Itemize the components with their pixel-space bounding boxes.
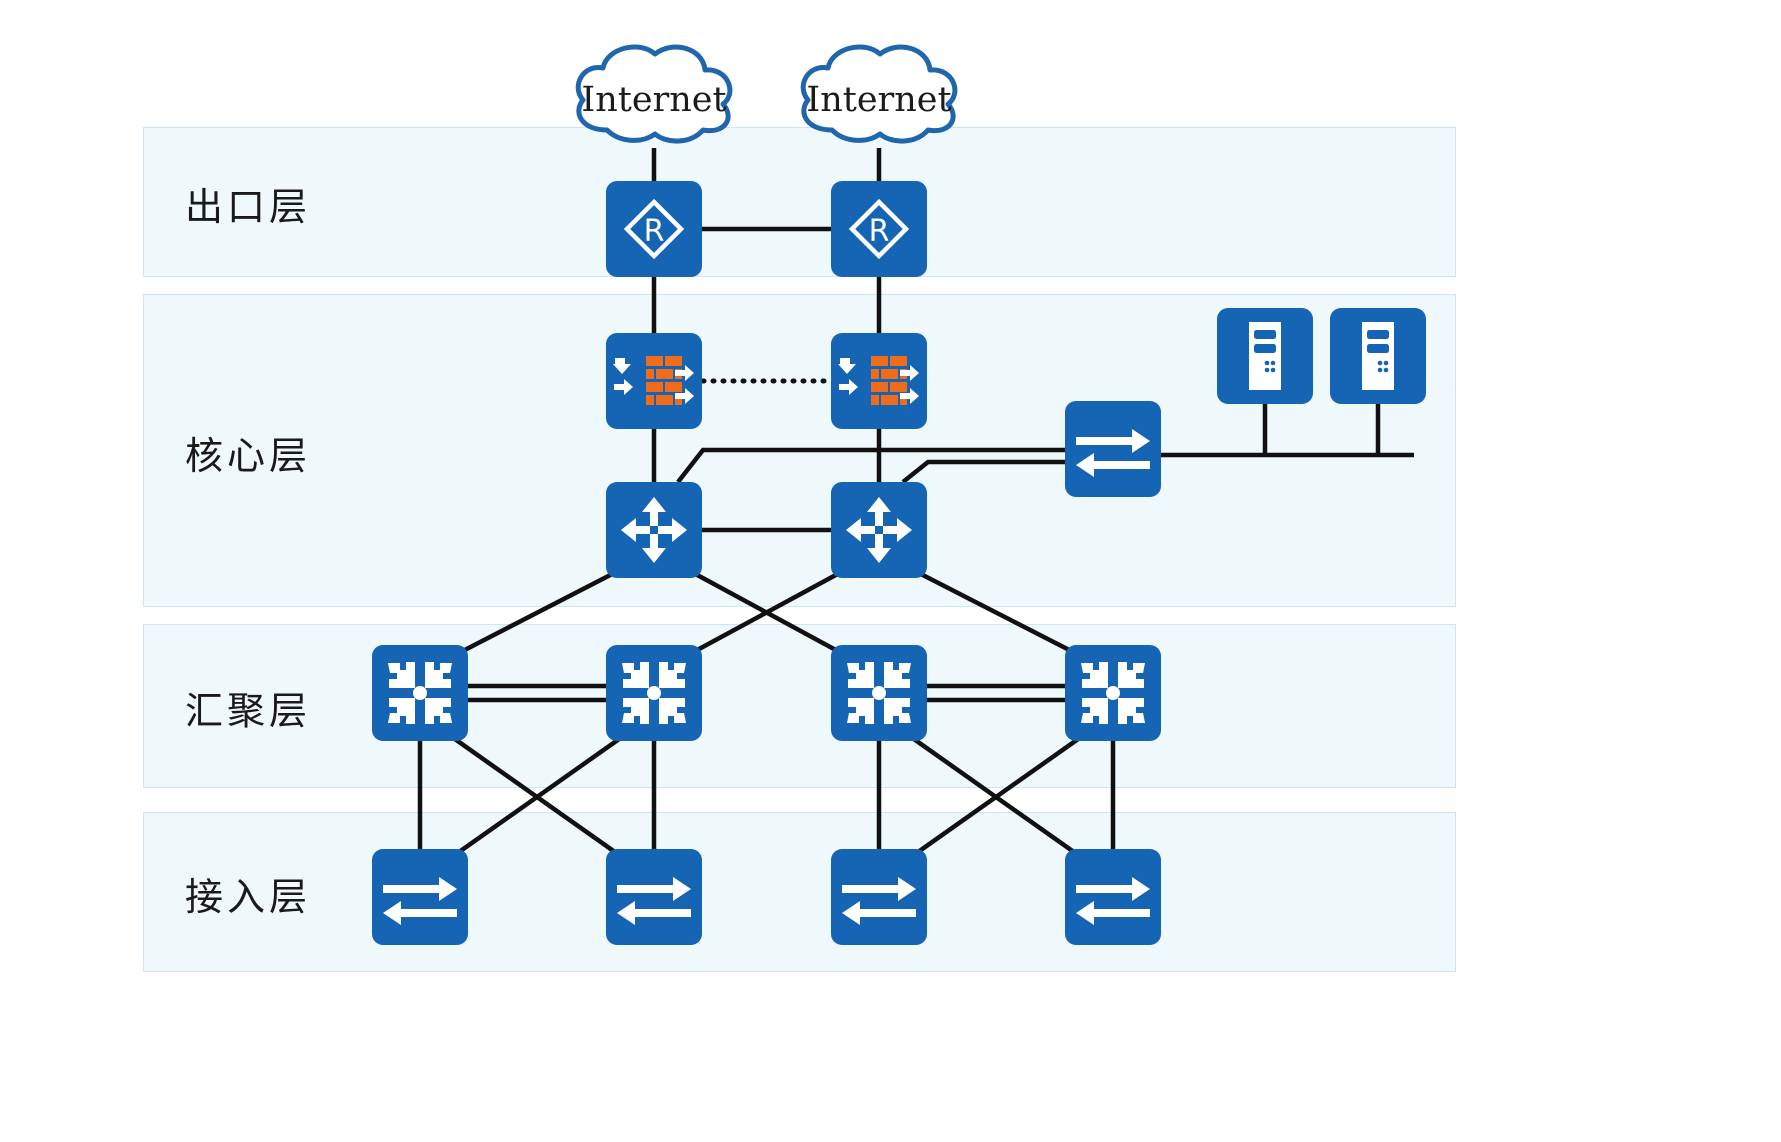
server-icon [1330, 308, 1426, 404]
device-agg-sw-2[interactable] [606, 645, 702, 741]
device-server-1[interactable] [1217, 308, 1313, 404]
device-firewall-1[interactable] [606, 333, 702, 429]
cloud-shape [800, 44, 958, 144]
device-core-sw-2[interactable] [831, 482, 927, 578]
router-icon: R [831, 181, 927, 277]
svg-text:R: R [644, 214, 665, 249]
layer-band-aggregation [143, 624, 1456, 788]
device-server-2[interactable] [1330, 308, 1426, 404]
device-acc-sw-2[interactable] [606, 849, 702, 945]
cloud-label: Internet [581, 80, 727, 120]
device-acc-sw-4[interactable] [1065, 849, 1161, 945]
svg-text:R: R [869, 214, 890, 249]
switch-icon [606, 849, 702, 945]
layer-label-aggregation: 汇聚层 [185, 689, 312, 733]
switch-icon [372, 849, 468, 945]
device-srv-switch[interactable] [1065, 401, 1161, 497]
device-core-sw-1[interactable] [606, 482, 702, 578]
layer-band-egress [143, 127, 1456, 277]
agg-switch-icon [372, 645, 468, 741]
layer-label-core: 核心层 [185, 433, 312, 478]
device-firewall-2[interactable] [831, 333, 927, 429]
device-acc-sw-1[interactable] [372, 849, 468, 945]
cloud-internet-2: Internet [784, 38, 974, 158]
agg-switch-icon [1065, 645, 1161, 741]
core-switch-icon [606, 482, 702, 578]
device-router-1[interactable]: R [606, 181, 702, 277]
agg-switch-icon [831, 645, 927, 741]
layer-label-access: 接入层 [185, 875, 312, 919]
layer-label-egress: 出口层 [185, 185, 312, 229]
layer-band-access [143, 812, 1456, 972]
device-agg-sw-3[interactable] [831, 645, 927, 741]
core-switch-icon [831, 482, 927, 578]
switch-icon [1065, 849, 1161, 945]
cloud-shape [575, 44, 733, 144]
server-icon [1217, 308, 1313, 404]
device-agg-sw-1[interactable] [372, 645, 468, 741]
switch-icon [1065, 401, 1161, 497]
router-icon: R [606, 181, 702, 277]
device-agg-sw-4[interactable] [1065, 645, 1161, 741]
device-router-2[interactable]: R [831, 181, 927, 277]
cloud-internet-1: Internet [559, 38, 749, 158]
device-acc-sw-3[interactable] [831, 849, 927, 945]
firewall-icon [606, 333, 702, 429]
agg-switch-icon [606, 645, 702, 741]
cloud-label: Internet [806, 80, 952, 120]
firewall-icon [831, 333, 927, 429]
switch-icon [831, 849, 927, 945]
